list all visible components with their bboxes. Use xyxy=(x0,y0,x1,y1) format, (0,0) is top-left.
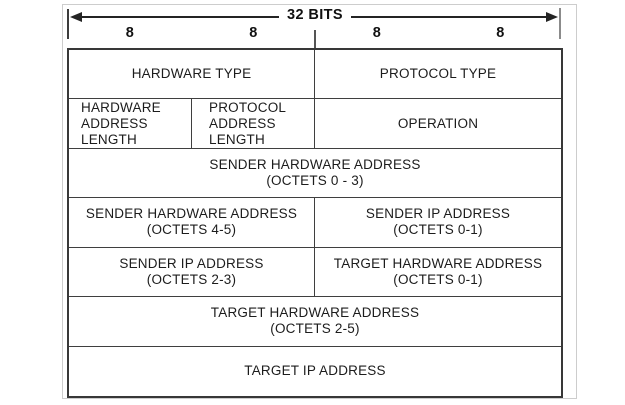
octet-label-3: 8 xyxy=(372,25,381,41)
packet-field-table: HARDWARE TYPE PROTOCOL TYPE HARDWARE ADD… xyxy=(67,48,563,398)
figure-frame xyxy=(62,4,577,399)
cell-sender-hardware-address-octets-4-5: SENDER HARDWARE ADDRESS (OCTETS 4-5) xyxy=(69,198,315,248)
cell-target-ip-address: TARGET IP ADDRESS xyxy=(244,363,386,379)
cell-sender-ip-address-octets-0-1: SENDER IP ADDRESS (OCTETS 0-1) xyxy=(315,198,561,248)
arrow-left-boundary-tick xyxy=(67,9,69,39)
cell-target-hardware-address-octets-0-1: TARGET HARDWARE ADDRESS (OCTETS 0-1) xyxy=(315,248,561,298)
cell-hardware-type: HARDWARE TYPE xyxy=(69,50,315,100)
arrow-left-head-icon xyxy=(70,12,82,22)
center-divider-tick xyxy=(314,30,316,48)
cell-target-hardware-address-octets-2-5: TARGET HARDWARE ADDRESS (OCTETS 2-5) xyxy=(69,297,561,347)
octet-label-1: 8 xyxy=(125,25,134,41)
cell-hardware-address-length: HARDWARE ADDRESS LENGTH xyxy=(69,99,192,149)
cell-sender-ip-address-octets-2-3: SENDER IP ADDRESS (OCTETS 2-3) xyxy=(69,247,315,298)
cell-protocol-address-length: PROTOCOL ADDRESS LENGTH xyxy=(192,99,315,149)
octet-label-4: 8 xyxy=(496,25,505,41)
arrow-right-head-icon xyxy=(546,12,558,22)
octet-label-2: 8 xyxy=(249,25,258,41)
arrow-right-boundary-tick xyxy=(559,8,561,39)
octet-labels-row: 8 8 8 8 xyxy=(68,25,562,41)
cell-operation: OPERATION xyxy=(315,99,561,149)
bits-width-label: 32 BITS xyxy=(279,7,351,23)
cell-protocol-type: PROTOCOL TYPE xyxy=(315,50,561,100)
cell-sender-hardware-address-octets-0-3: SENDER HARDWARE ADDRESS (OCTETS 0 - 3) xyxy=(69,149,561,199)
